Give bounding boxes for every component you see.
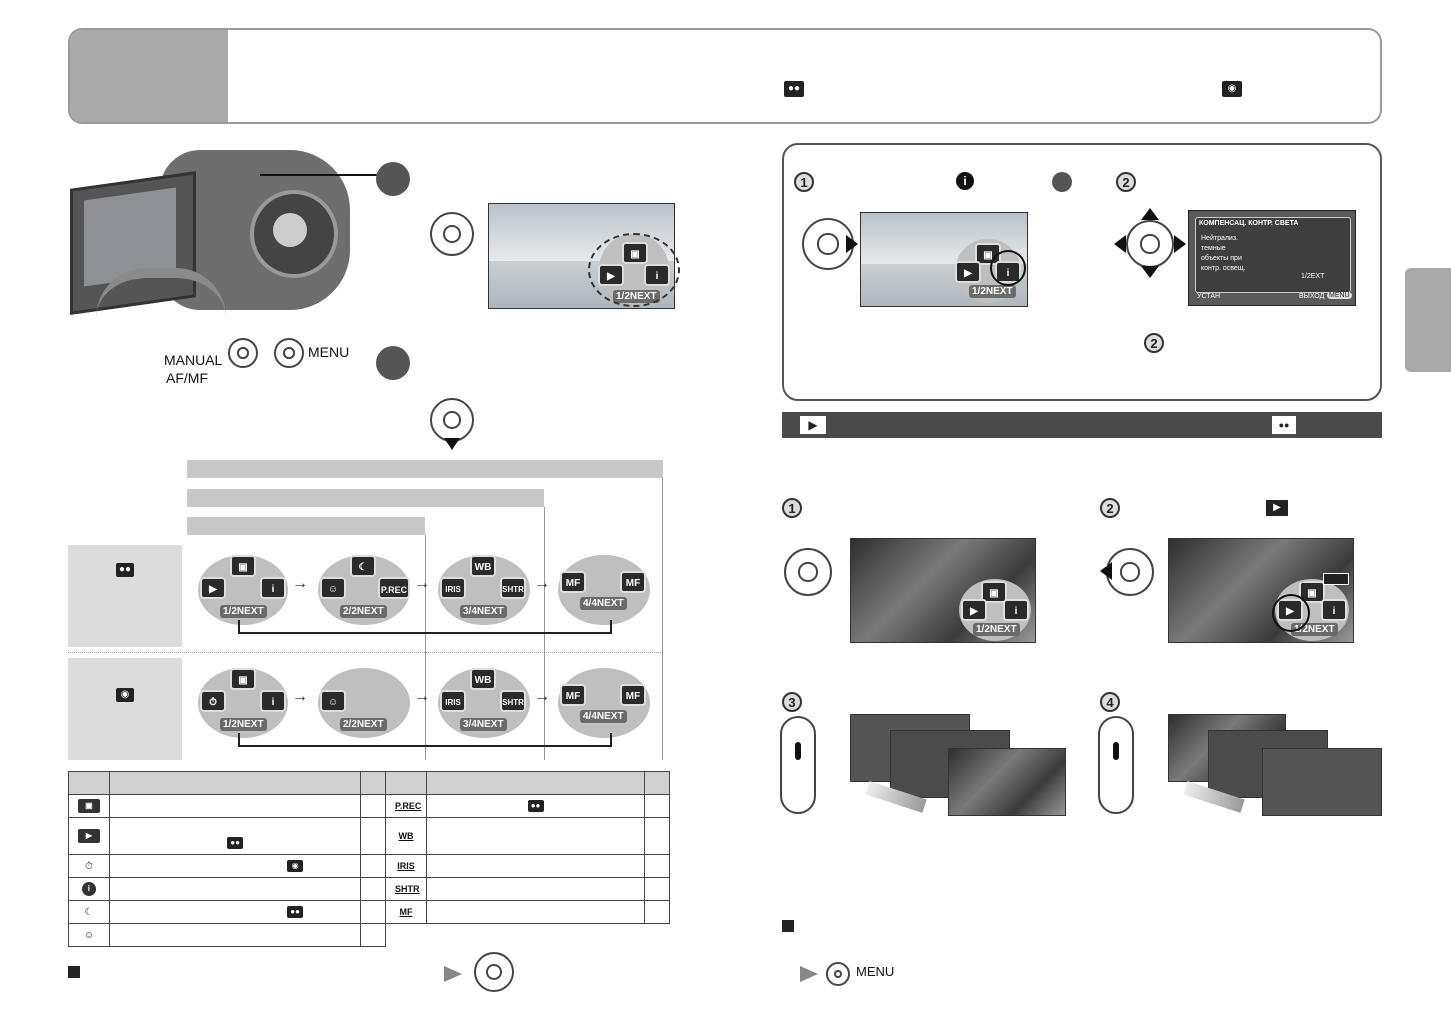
highlight-ring [588,233,680,307]
menu-button-bottom[interactable] [826,962,850,986]
note-square-icon [68,966,80,978]
step-num-2b: 2 [1144,333,1164,353]
menu-page-3-video: WB IRIS SHTR 3/4NEXT [438,555,530,625]
step-num-2c: 2 [1100,498,1120,518]
step-dot-inline [1052,172,1072,192]
band-row-2 [187,489,544,507]
up-arrow-icon [1141,208,1159,220]
joystick-press-3[interactable] [784,548,832,596]
loop-line-video [238,620,612,634]
photo-mode-icon: ◉ [1222,78,1242,97]
right-arrow-icon [846,235,858,253]
carousel-photo-1: ▣ ▶ i 1/2NEXT [850,538,1036,643]
video-icon-band: ●● [1272,416,1296,434]
camera-icon: ◉ [116,688,134,702]
loop-line-photo [238,733,612,747]
record-button[interactable] [780,716,816,814]
side-tab [1405,268,1451,372]
comp-highlight-ring [1272,594,1310,632]
afmf-label: AF/MF [166,370,208,386]
step-num-1: 1 [794,172,814,192]
joystick-press-bottom[interactable] [474,952,514,992]
manual-button[interactable] [228,338,258,368]
step-num-1b: 1 [782,498,802,518]
menu-label-bottom: MENU [856,964,895,979]
menu-page-4-photo: MF MF 4/4NEXT [558,668,650,738]
right-arrow-icon-2 [1174,235,1186,253]
menu-page-4-video: MF MF 4/4NEXT [558,555,650,625]
photo-mode-block: ◉ [68,658,182,760]
step-dot-2 [376,346,410,380]
info-icon-inline: i [956,172,974,190]
menu-page-3-photo: WB IRIS SHTR 3/4NEXT [438,668,530,738]
menu-page-2-photo: ☺ 2/2NEXT [318,668,410,738]
procedure-box [782,143,1382,401]
menu-page-1-photo: ▣ ⏱ i 1/2NEXT [198,668,288,738]
menu-label: MENU [308,344,350,360]
menu-page-1-video: ▣ ▶ i 1/2NEXT [198,555,288,625]
info-screen-title: КОМПЕНСАЦ. КОНТР. СВЕТА [1199,220,1299,227]
band-row-3 [187,517,425,535]
joystick-4way[interactable] [1126,220,1174,268]
note-square-icon-2 [782,920,794,932]
step-dot-1 [376,162,410,196]
video-mode-icon: ●● [784,78,804,97]
menu-button[interactable] [274,338,304,368]
joystick-press[interactable] [430,212,474,256]
header-banner: ●● ◉ [68,28,1382,124]
left-arrow-icon [1114,235,1126,253]
banner-tab [70,30,228,122]
info-highlight-ring [990,250,1026,286]
down-arrow-icon [444,438,460,450]
video-mode-block: ●● [68,545,182,647]
manual-label: MANUAL [164,352,223,368]
video-icon: ●● [116,563,134,577]
step-num-3: 3 [782,692,802,712]
record-button-2[interactable] [1098,716,1134,814]
menu-page-2-video: ☾ ☺ P.REC 2/2NEXT [318,555,410,625]
step-num-2: 2 [1116,172,1136,192]
joystick-left[interactable] [1106,548,1154,596]
info-screen: КОМПЕНСАЦ. КОНТР. СВЕТА Нейтрализ. темны… [1188,210,1356,306]
arrow-right-icon-2 [800,966,818,982]
open-arrow [96,268,226,318]
carousel-photo-2: ▣ ▶ i 1/2NEXT [1168,538,1354,643]
recording-frame-3 [948,748,1066,816]
step-num-4: 4 [1100,692,1120,712]
backlight-comp-icon-band: ▶ [800,416,826,434]
joystick-down[interactable] [430,398,474,442]
arrow-right-icon [444,966,462,982]
stop-frame-3 [1262,748,1382,816]
left-arrow-icon-2 [1100,562,1112,580]
section-band: ▶ ●● [782,412,1382,438]
down-arrow-icon-2 [1141,266,1159,278]
backlight-comp-icon-step: ▶ [1266,500,1288,516]
band-row-1 [187,460,663,478]
